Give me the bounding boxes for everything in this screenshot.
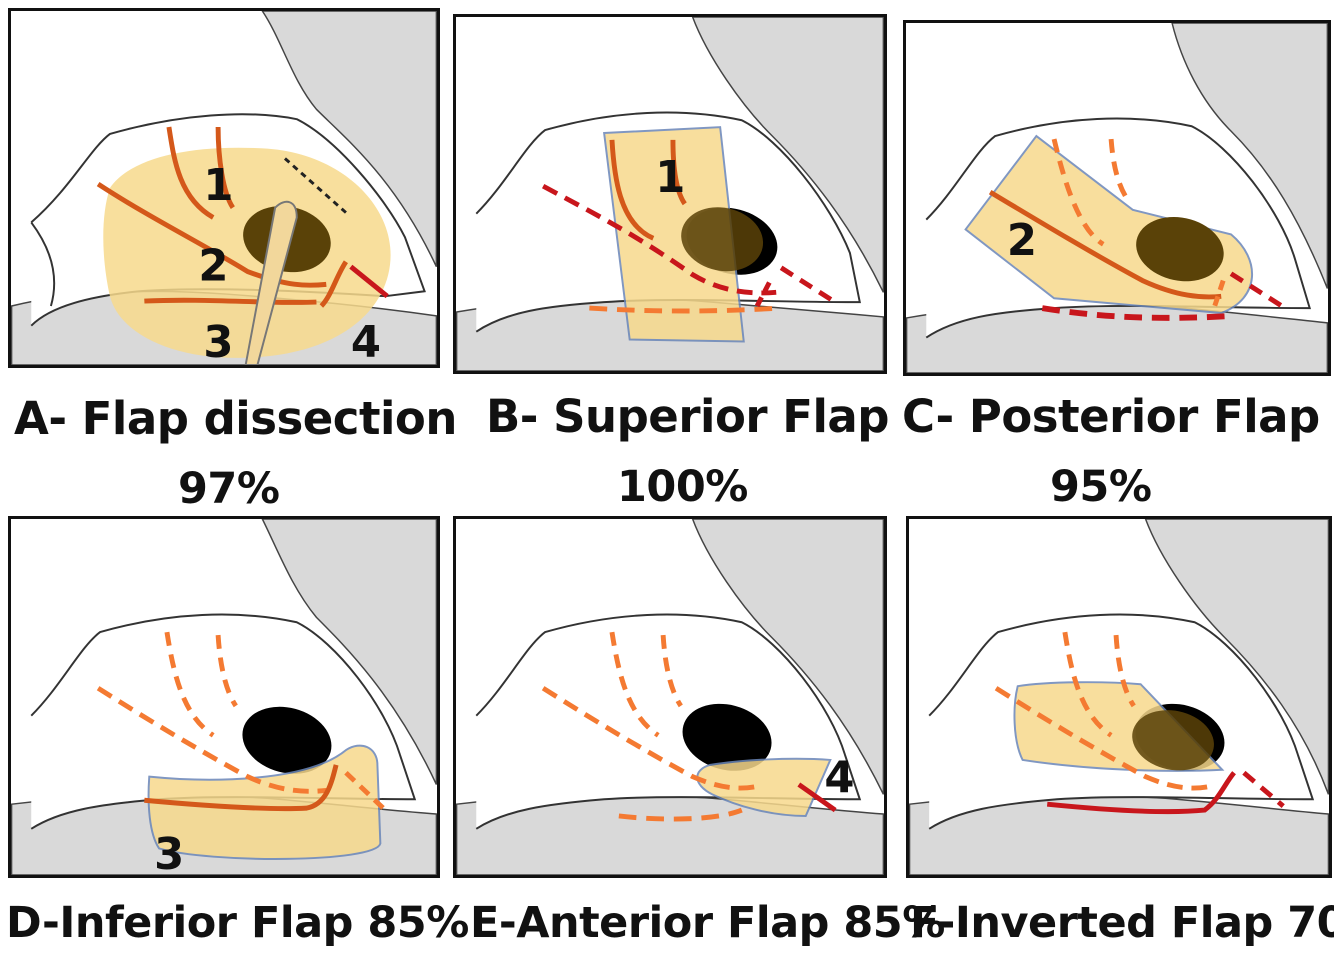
panel-c-drawing: 2 (906, 23, 1328, 373)
panel-e-anterior-flap: 4 (453, 516, 887, 878)
panel-e-drawing: 4 (456, 519, 884, 875)
label-1: 1 (203, 161, 233, 211)
percent-c: 95% (1050, 462, 1151, 512)
label-4: 4 (351, 318, 381, 365)
label-2: 2 (198, 241, 228, 291)
caption-a: A- Flap dissection (14, 392, 457, 445)
percent-a: 97% (178, 464, 279, 514)
label-1: 1 (655, 153, 685, 203)
panel-b-drawing: 1 (456, 17, 884, 371)
panel-f-drawing (909, 519, 1329, 875)
caption-f: F-Inverted Flap 70% (910, 898, 1334, 948)
percent-b: 100% (617, 462, 748, 512)
incision-3 (144, 300, 316, 302)
caption-e: E-Anterior Flap 85% (470, 898, 945, 948)
caption-b: B- Superior Flap (486, 390, 889, 443)
panel-b-superior-flap: 1 (453, 14, 887, 374)
label-4: 4 (824, 753, 854, 803)
label-3: 3 (154, 830, 184, 875)
caption-c: C- Posterior Flap (902, 390, 1320, 443)
panel-d-drawing: 3 (11, 519, 437, 875)
panel-a-drawing: 1 2 3 4 (11, 11, 437, 365)
panel-d-inferior-flap: 3 (8, 516, 440, 878)
flap-shape (103, 148, 390, 358)
panel-f-inverted-flap (906, 516, 1332, 878)
label-3: 3 (203, 318, 233, 365)
panel-c-posterior-flap: 2 (903, 20, 1331, 376)
label-2: 2 (1007, 216, 1037, 266)
panel-a-flap-dissection: 1 2 3 4 (8, 8, 440, 368)
caption-d: D-Inferior Flap 85% (6, 898, 469, 948)
